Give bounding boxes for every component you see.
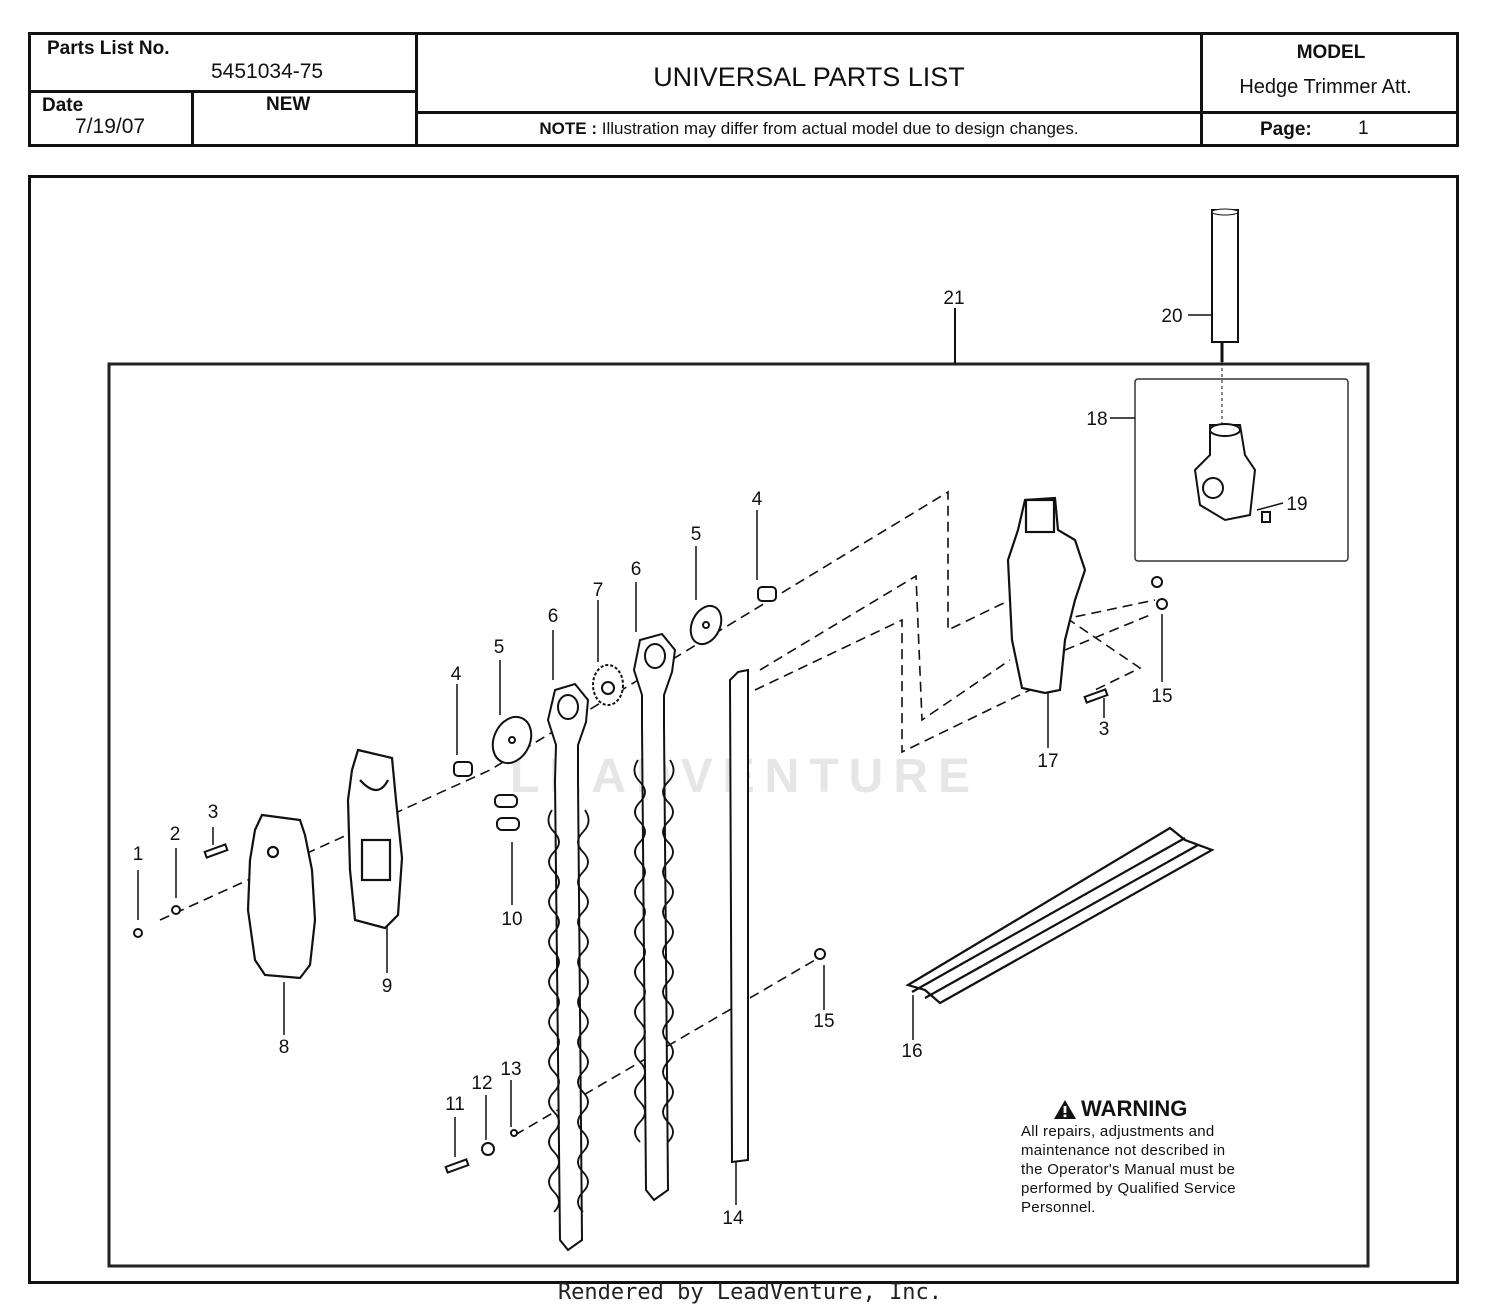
warning-text: All repairs, adjustments and maintenance… <box>1021 1122 1301 1217</box>
warning-title-text: WARNING <box>1081 1096 1188 1121</box>
page-number: 1 <box>1358 118 1369 139</box>
blade-6-left <box>546 630 590 1252</box>
callout-1: 1 <box>133 844 144 865</box>
callout-13: 13 <box>500 1059 521 1080</box>
callout-12: 12 <box>471 1073 492 1094</box>
header-vline-date <box>191 90 194 147</box>
callout-8: 8 <box>279 1037 290 1058</box>
header-hline-note <box>415 111 1459 114</box>
blade-6-right <box>632 582 677 1202</box>
callout-4b: 4 <box>752 489 763 510</box>
warning-line: Personnel. <box>1021 1199 1096 1216</box>
callout-2: 2 <box>170 824 181 845</box>
callout-17: 17 <box>1037 751 1058 772</box>
guide-bar-14 <box>728 668 749 1205</box>
warning-box: WARNING All repairs, adjustments and mai… <box>1021 1096 1301 1217</box>
diagram-frame <box>28 175 1459 1284</box>
date-label: Date <box>42 95 84 116</box>
header-hline-left <box>28 90 417 93</box>
model-value: Hedge Trimmer Att. <box>1239 76 1412 98</box>
warning-line: All repairs, adjustments and <box>1021 1123 1215 1140</box>
cover-8 <box>246 813 317 1035</box>
parts-list-no-label: Parts List No. <box>47 38 170 59</box>
blade-teeth <box>547 759 675 1213</box>
warning-triangle-icon <box>1054 1099 1076 1119</box>
assembly-box-21 <box>107 362 1370 1268</box>
header-box <box>28 32 1459 147</box>
callout-4a: 4 <box>451 664 462 685</box>
drive-shaft-20 <box>1188 208 1239 425</box>
note-label: NOTE : <box>539 119 597 138</box>
callout-10: 10 <box>501 909 522 930</box>
callout-18: 18 <box>1086 409 1107 430</box>
model-label: MODEL <box>1296 42 1366 63</box>
nuts-15 <box>814 576 1168 1010</box>
callout-6a: 6 <box>548 606 559 627</box>
warning-line: maintenance not described in <box>1021 1142 1226 1159</box>
callout-20: 20 <box>1161 306 1182 327</box>
callout-3b: 3 <box>1099 719 1110 740</box>
callout-15b: 15 <box>813 1011 834 1032</box>
callout-7: 7 <box>593 580 604 601</box>
gearbox-18 <box>1193 423 1284 523</box>
parts-list-no: 5451034-75 <box>211 60 324 83</box>
header-divider-1 <box>415 32 418 147</box>
note-text: Illustration may differ from actual mode… <box>601 119 1079 138</box>
gasket-9 <box>346 748 404 973</box>
gearbox-box-18 <box>1134 378 1349 562</box>
header-divider-2 <box>1200 32 1203 147</box>
note-line: NOTE : Illustration may differ from actu… <box>418 119 1200 139</box>
footer-credit: Rendered by LeadVenture, Inc. <box>557 1280 943 1305</box>
callout-5a: 5 <box>494 637 505 658</box>
warning-title: WARNING <box>1053 1096 1301 1122</box>
small-parts <box>133 660 533 1174</box>
page-title: UNIVERSAL PARTS LIST <box>653 62 965 92</box>
callout-6b: 6 <box>631 559 642 580</box>
warning-line: the Operator's Manual must be <box>1021 1161 1236 1178</box>
callout-16: 16 <box>901 1041 922 1062</box>
callout-15a: 15 <box>1151 686 1172 707</box>
date-value: 7/19/07 <box>75 115 146 138</box>
sheath-16 <box>905 826 1215 1040</box>
callout-21: 21 <box>943 288 964 309</box>
callouts: 1 2 3 3 4 4 5 5 6 6 7 8 9 10 11 12 13 14… <box>133 288 1308 1229</box>
callout-14: 14 <box>722 1208 744 1229</box>
status-badge: NEW <box>266 94 311 115</box>
callout-5b: 5 <box>691 524 702 545</box>
callout-3a: 3 <box>208 802 219 823</box>
gear-and-washers <box>592 510 777 706</box>
callout-11: 11 <box>445 1094 465 1115</box>
warning-line: performed by Qualified Service <box>1021 1180 1236 1197</box>
page-label: Page: <box>1260 119 1312 140</box>
housing-17 <box>1006 496 1087 748</box>
callout-9: 9 <box>382 976 393 997</box>
callout-19: 19 <box>1286 494 1307 515</box>
